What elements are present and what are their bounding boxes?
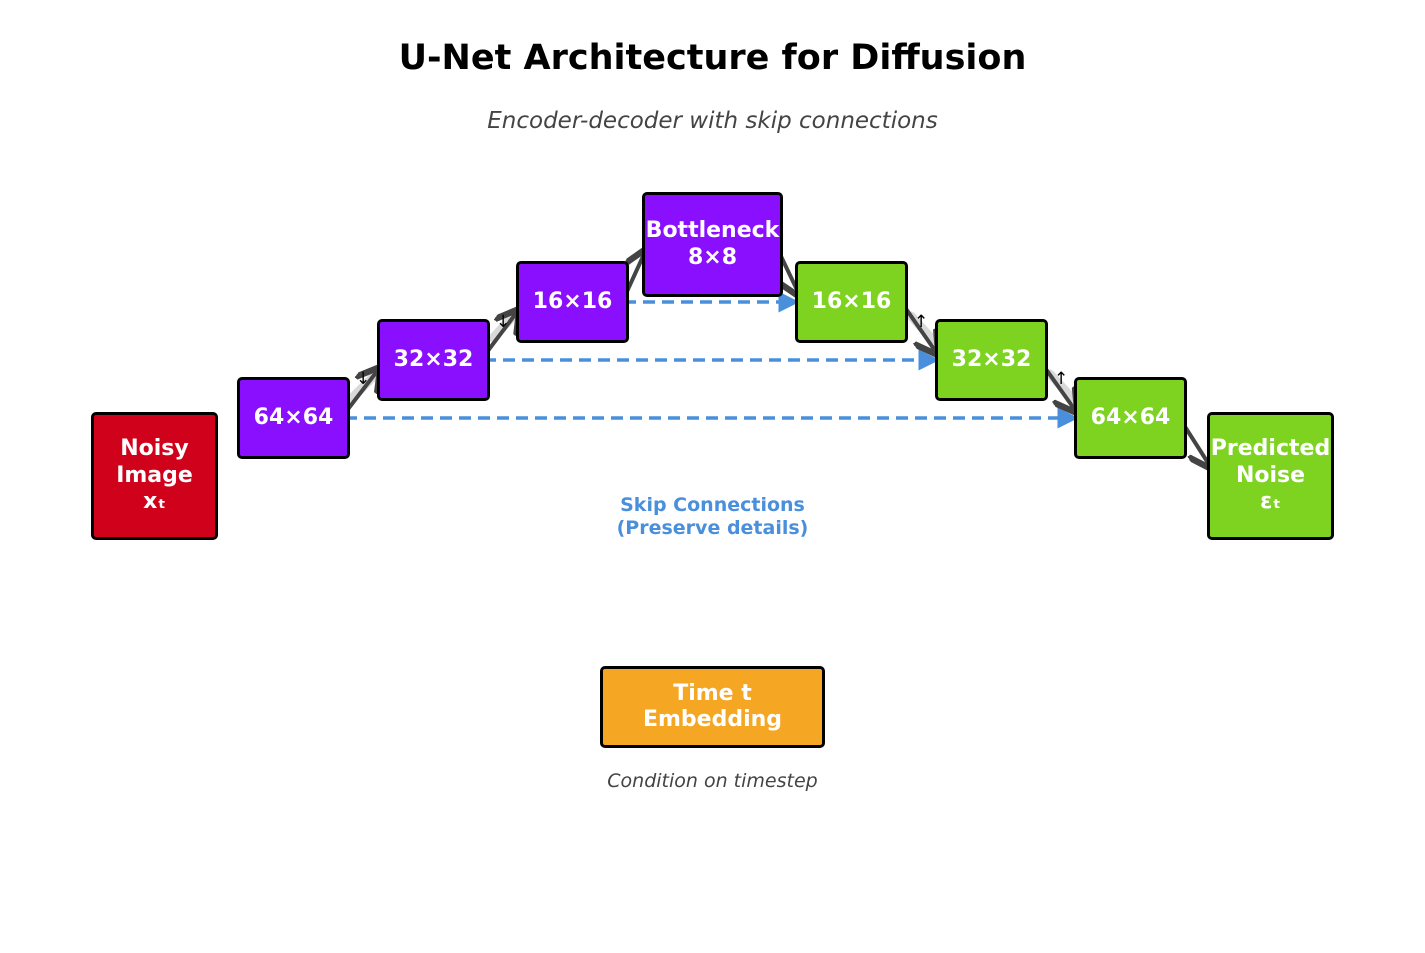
bottleneck-block: Bottleneck 8×8	[642, 192, 783, 297]
diagram-title: U-Net Architecture for Diffusion	[398, 38, 1027, 78]
output-line3: εₜ	[1260, 489, 1281, 515]
time-embedding-block: Time t Embedding	[600, 666, 825, 748]
bottleneck-line2: 8×8	[687, 244, 738, 270]
output-line1: Predicted	[1210, 436, 1331, 462]
encoder-block-32: 32×32	[377, 319, 490, 401]
output-predicted-noise: Predicted Noise εₜ	[1207, 412, 1334, 540]
skip-label-line1: Skip Connections	[620, 494, 805, 516]
input-line3: xₜ	[143, 489, 166, 515]
diagram-subtitle: Encoder-decoder with skip connections	[487, 108, 938, 134]
skip-connections-label: Skip Connections (Preserve details)	[560, 494, 865, 540]
decoder-block-64: 64×64	[1074, 377, 1187, 459]
upsample-glyph: ↑	[914, 312, 929, 332]
input-line1: Noisy	[120, 436, 189, 462]
decoder-block-32: 32×32	[935, 319, 1048, 401]
flow-arrow-dec2-dec1	[1041, 363, 1075, 410]
flow-arrow-dec3-dec2	[902, 304, 936, 352]
encoder-block-16: 16×16	[516, 261, 629, 343]
encoder-block-64: 64×64	[237, 377, 350, 459]
input-line2: Image	[116, 462, 193, 488]
downsample-glyph: ↓	[356, 369, 371, 389]
output-line2: Noise	[1235, 462, 1306, 488]
skip-label-line2: (Preserve details)	[616, 516, 809, 539]
flow-arrow-enc1-enc2	[343, 370, 378, 415]
downsample-glyph: ↓	[496, 312, 511, 332]
time-caption: Condition on timestep	[607, 770, 818, 792]
bottleneck-line1: Bottleneck	[645, 218, 780, 244]
time-line2: Embedding	[642, 707, 783, 732]
decoder-block-16: 16×16	[795, 261, 908, 343]
time-line1: Time t	[673, 680, 752, 706]
input-noisy-image: Noisy Image xₜ	[91, 412, 218, 540]
upsample-glyph: ↑	[1054, 369, 1069, 389]
